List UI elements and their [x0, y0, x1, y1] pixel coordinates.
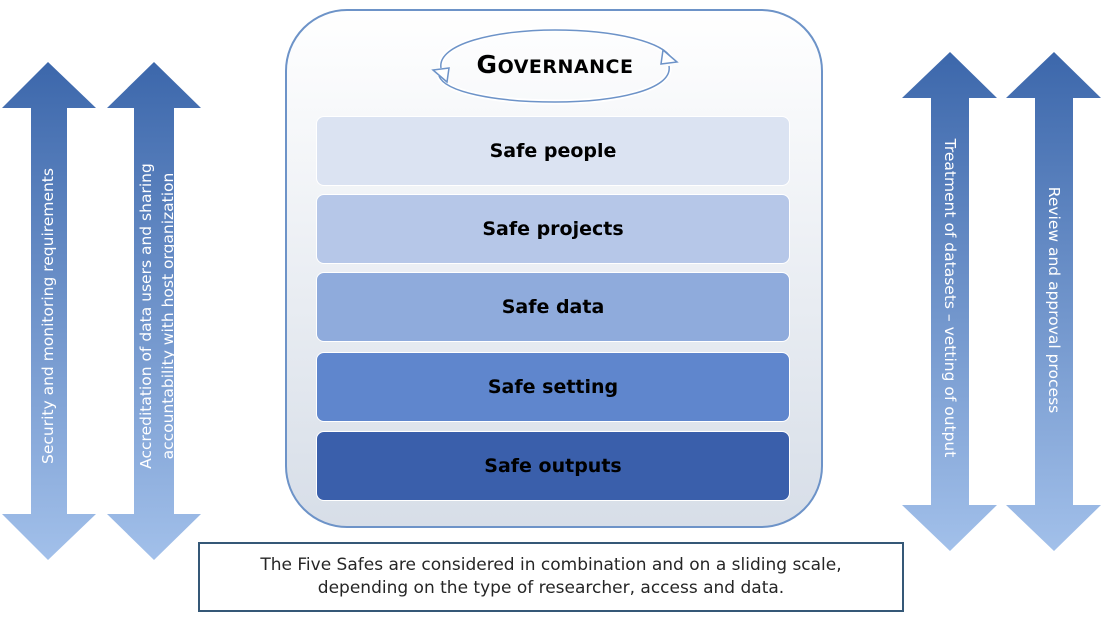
safe-data-label: Safe data	[501, 296, 605, 318]
right-arrow-2-text: Review and approval process	[1045, 186, 1063, 414]
governance-title: GOVERNANCE	[476, 50, 634, 79]
safe-setting-box: Safe setting	[316, 352, 790, 422]
caption-line-1: The Five Safes are considered in combina…	[260, 555, 842, 575]
safe-people-box: Safe people	[316, 116, 790, 186]
right-double-arrow-1	[902, 52, 997, 551]
left-double-arrow-1	[2, 62, 96, 560]
caption-line-2: depending on the type of researcher, acc…	[317, 578, 785, 598]
safe-setting-label: Safe setting	[487, 376, 619, 398]
left-double-arrow-2	[107, 62, 201, 560]
safe-people-label: Safe people	[489, 140, 617, 162]
left-arrow-2-text: Accreditation of data users and sharing …	[137, 163, 177, 469]
safe-data-box: Safe data	[316, 272, 790, 342]
safe-outputs-label: Safe outputs	[484, 455, 622, 477]
governance-cycle-icon	[431, 27, 679, 105]
safe-outputs-box: Safe outputs	[316, 431, 790, 501]
safe-projects-box: Safe projects	[316, 194, 790, 264]
right-double-arrow-2	[1006, 52, 1101, 551]
caption-box: The Five Safes are considered in combina…	[198, 542, 904, 612]
right-arrow-1-text: Treatment of datasets – vetting of outpu…	[941, 138, 959, 458]
safe-projects-label: Safe projects	[482, 218, 624, 240]
left-arrow-1-text: Security and monitoring requirements	[39, 168, 57, 464]
